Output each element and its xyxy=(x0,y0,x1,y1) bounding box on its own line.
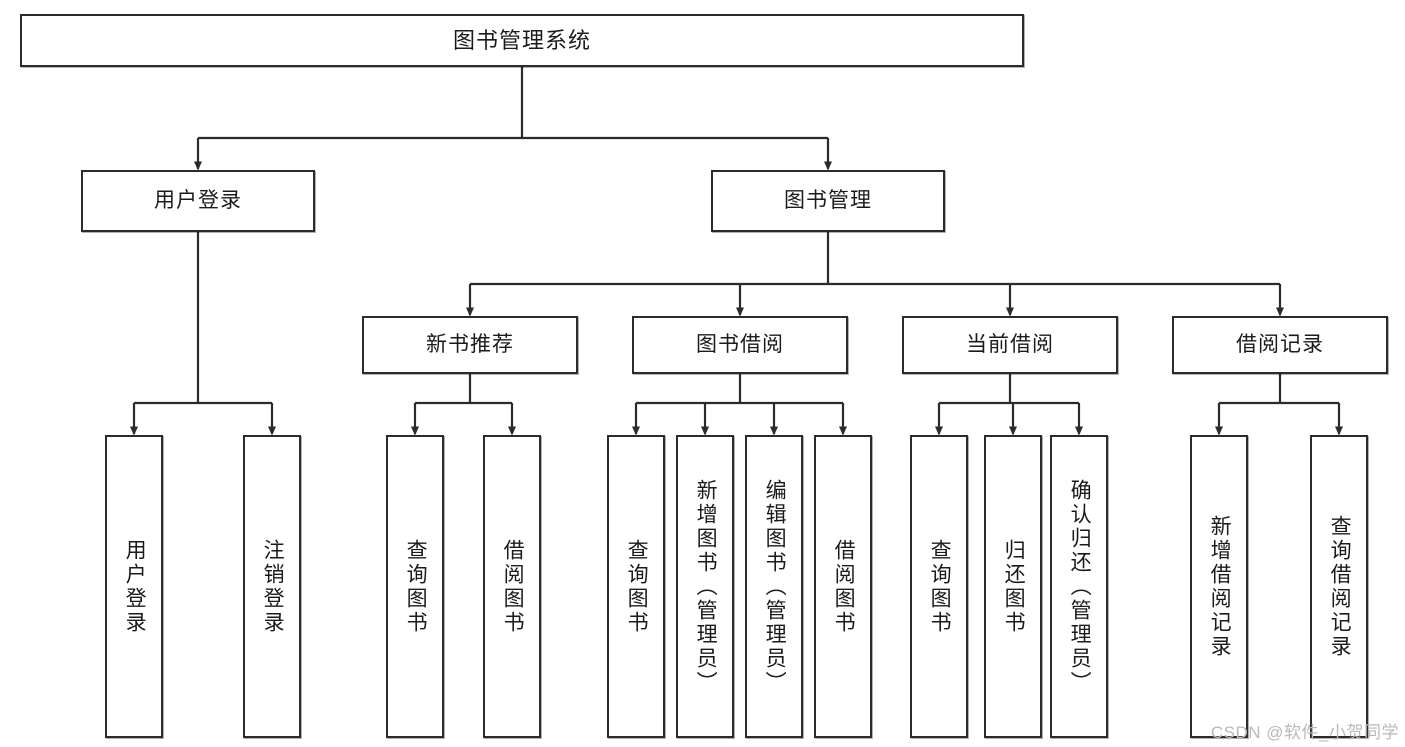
node-label-leaf-bb-borrow: 借阅图书 xyxy=(832,538,856,635)
node-label-current-borrow: 当前借阅 xyxy=(966,332,1054,356)
node-label-borrow-record: 借阅记录 xyxy=(1236,332,1324,356)
node-label-leaf-bb-query: 查询图书 xyxy=(625,538,649,635)
node-leaf-br-query[interactable]: 查询借阅记录 xyxy=(1310,435,1368,738)
node-leaf-br-add[interactable]: 新增借阅记录 xyxy=(1190,435,1248,738)
node-label-leaf-rec-query: 查询图书 xyxy=(404,538,428,635)
node-label-book-manage: 图书管理 xyxy=(784,188,872,212)
node-label-book-borrow: 图书借阅 xyxy=(696,332,784,356)
node-leaf-cb-confirm[interactable]: 确认归还（管理员） xyxy=(1050,435,1108,738)
node-label-user-login: 用户登录 xyxy=(154,188,242,212)
node-label-new-book-rec: 新书推荐 xyxy=(426,332,514,356)
node-label-leaf-cb-query: 查询图书 xyxy=(928,538,952,635)
node-label-leaf-bb-edit: 编辑图书（管理员） xyxy=(763,478,787,695)
node-leaf-cb-return[interactable]: 归还图书 xyxy=(984,435,1042,738)
node-label-leaf-user-logout: 注销登录 xyxy=(261,538,285,635)
node-user-login[interactable]: 用户登录 xyxy=(81,170,315,232)
node-leaf-user-login[interactable]: 用户登录 xyxy=(105,435,163,738)
node-leaf-rec-borrow[interactable]: 借阅图书 xyxy=(483,435,541,738)
node-label-leaf-cb-confirm: 确认归还（管理员） xyxy=(1068,478,1092,695)
node-leaf-rec-query[interactable]: 查询图书 xyxy=(386,435,444,738)
node-borrow-record[interactable]: 借阅记录 xyxy=(1172,316,1388,374)
node-leaf-user-logout[interactable]: 注销登录 xyxy=(243,435,301,738)
node-label-leaf-br-query: 查询借阅记录 xyxy=(1328,514,1352,659)
watermark-label: CSDN @软件_小贺同学 xyxy=(1210,723,1399,742)
node-label-leaf-bb-add: 新增图书（管理员） xyxy=(694,478,718,695)
node-label-leaf-cb-return: 归还图书 xyxy=(1002,538,1026,635)
node-leaf-bb-query[interactable]: 查询图书 xyxy=(607,435,665,738)
node-leaf-bb-borrow[interactable]: 借阅图书 xyxy=(814,435,872,738)
node-label-leaf-user-login: 用户登录 xyxy=(123,538,147,635)
node-label-root: 图书管理系统 xyxy=(452,27,591,53)
node-new-book-rec[interactable]: 新书推荐 xyxy=(362,316,578,374)
node-leaf-bb-add[interactable]: 新增图书（管理员） xyxy=(676,435,734,738)
node-leaf-cb-query[interactable]: 查询图书 xyxy=(910,435,968,738)
node-current-borrow[interactable]: 当前借阅 xyxy=(902,316,1118,374)
node-root[interactable]: 图书管理系统 xyxy=(20,14,1024,67)
node-label-leaf-rec-borrow: 借阅图书 xyxy=(501,538,525,635)
node-book-borrow[interactable]: 图书借阅 xyxy=(632,316,848,374)
node-book-manage[interactable]: 图书管理 xyxy=(711,170,945,232)
node-label-leaf-br-add: 新增借阅记录 xyxy=(1208,514,1232,659)
node-leaf-bb-edit[interactable]: 编辑图书（管理员） xyxy=(745,435,803,738)
